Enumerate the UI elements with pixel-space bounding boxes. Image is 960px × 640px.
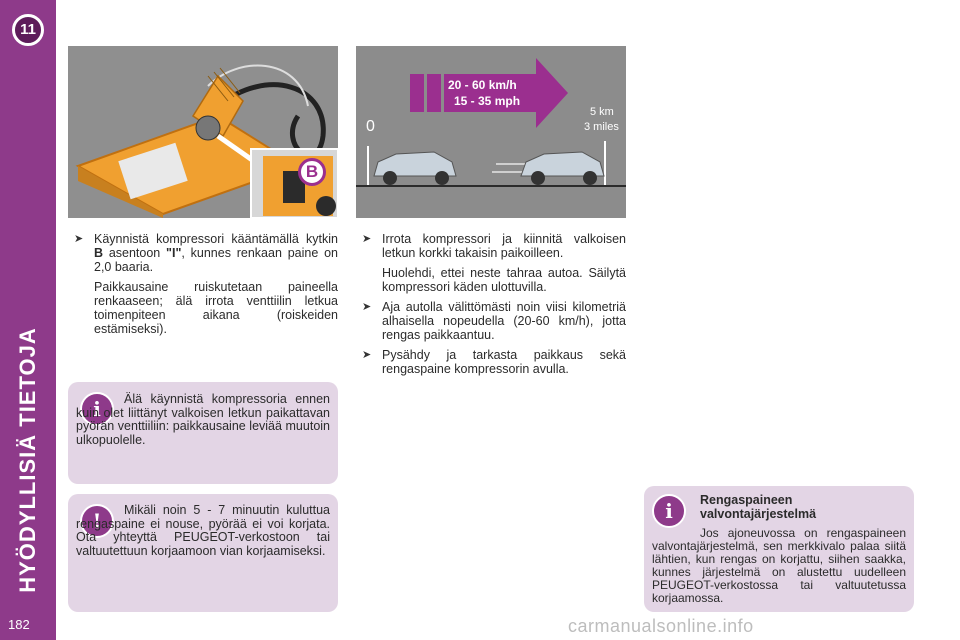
distance-miles-label: 3 miles	[584, 121, 619, 133]
switch-position: "I"	[166, 246, 182, 260]
instruction-check-pressure: ➤ Pysähdy ja tarkasta paikkaus sekä reng…	[358, 348, 626, 376]
page-number: 182	[8, 617, 30, 632]
speed-mph-label: 15 - 35 mph	[454, 94, 521, 108]
arrow-bullet-icon: ➤	[362, 233, 372, 245]
switch-b-badge: B	[298, 158, 326, 186]
tpms-text: Jos ajoneuvossa on rengaspaineen valvont…	[652, 526, 906, 605]
chapter-sidebar: 11 HYÖDYLLISIÄ TIETOJA 182	[0, 0, 56, 640]
exclamation-icon: !	[80, 504, 114, 538]
speed-drawing	[356, 46, 626, 218]
info-icon: i	[652, 494, 686, 528]
info-icon: i	[80, 392, 114, 426]
text: Irrota kompressori ja kiinnitä valkoisen…	[382, 232, 626, 260]
tpms-info-box: i Rengaspaineen valvontajärjestelmä Jos …	[644, 486, 914, 612]
text: Käynnistä kompressori kääntämällä kytkin	[94, 232, 338, 246]
car-stationary	[373, 151, 457, 185]
stain-note: Huolehdi, ettei neste tahraa autoa. Säil…	[382, 266, 626, 294]
text: Aja autolla välittömästi noin viisi kilo…	[382, 300, 626, 342]
warning-box: ! Mikäli noin 5 - 7 minuutin kuluttua re…	[68, 494, 338, 612]
warning-box-text: Mikäli noin 5 - 7 minuutin kuluttua reng…	[76, 503, 330, 558]
info-box-text: Älä käynnistä kompressoria ennen kuin ol…	[76, 392, 330, 447]
arrow-bullet-icon: ➤	[74, 233, 84, 245]
instruction-disconnect: ➤ Irrota kompressori ja kiinnitä valkois…	[358, 232, 626, 260]
car-moving	[492, 151, 605, 185]
text: asentoon	[103, 246, 167, 260]
right-instructions: ➤ Irrota kompressori ja kiinnitä valkois…	[358, 232, 626, 382]
speed-kmh-label: 20 - 60 km/h	[448, 78, 517, 92]
sealant-note: Paikkausaine ruiskutetaan paineella renk…	[94, 280, 338, 336]
text: , kunnes renkaan paine on 2,0 baaria.	[94, 246, 338, 274]
compressor-illustration: B	[68, 46, 338, 218]
distance-start-label: 0	[366, 118, 375, 135]
compressor-drawing	[68, 46, 338, 218]
chapter-title-text: HYÖDYLLISIÄ TIETOJA	[15, 327, 40, 593]
chapter-title: HYÖDYLLISIÄ TIETOJA	[12, 327, 44, 593]
watermark: carmanualsonline.info	[568, 616, 754, 636]
driving-distance-illustration: 20 - 60 km/h 15 - 35 mph 0 5 km 3 miles	[356, 46, 626, 218]
arrow-bullet-icon: ➤	[362, 349, 372, 361]
info-box: i Älä käynnistä kompressoria ennen kuin …	[68, 382, 338, 484]
instruction-start-compressor: ➤ Käynnistä kompressori kääntämällä kytk…	[70, 232, 338, 274]
instruction-drive: ➤ Aja autolla välittömästi noin viisi ki…	[358, 300, 626, 342]
chapter-number-badge: 11	[12, 14, 44, 46]
distance-km-label: 5 km	[590, 106, 614, 118]
left-instructions: ➤ Käynnistä kompressori kääntämällä kytk…	[70, 232, 338, 342]
switch-key: B	[94, 246, 104, 260]
text: Pysähdy ja tarkasta paikkaus sekä rengas…	[382, 348, 626, 376]
tpms-box-content: Rengaspaineen valvontajärjestelmä Jos aj…	[652, 493, 906, 605]
arrow-bullet-icon: ➤	[362, 301, 372, 313]
tpms-title: Rengaspaineen valvontajärjestelmä	[700, 493, 817, 521]
